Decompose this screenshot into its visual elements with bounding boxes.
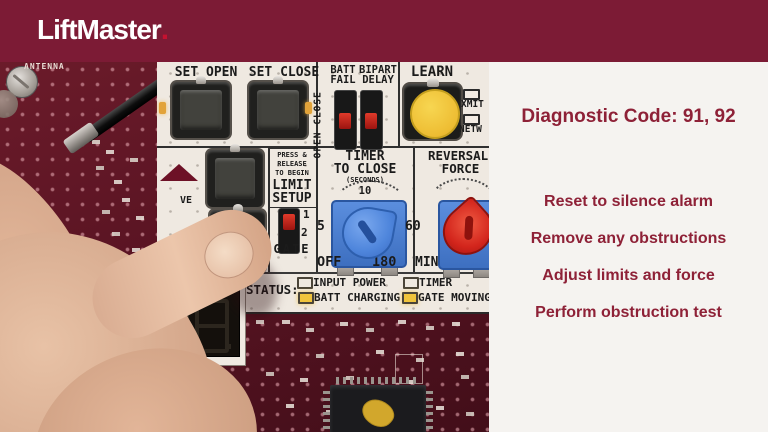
standoff-screw-dim bbox=[0, 90, 18, 118]
press-label: PRESS & bbox=[277, 151, 307, 159]
instruction-line: Remove any obstructions bbox=[530, 230, 727, 247]
xmit-led bbox=[463, 89, 480, 100]
set-open-button bbox=[172, 76, 230, 138]
force-dial-arc bbox=[426, 178, 489, 238]
setup-label: SETUP bbox=[272, 191, 312, 206]
input-power-led bbox=[297, 277, 313, 289]
panel-divider bbox=[316, 148, 318, 272]
gate-type-switch bbox=[278, 208, 300, 254]
reversal-label: REVERSAL bbox=[428, 148, 489, 163]
pcb-components-left bbox=[92, 140, 100, 144]
instruction-line: Perform obstruction test bbox=[535, 304, 722, 321]
decimal-point bbox=[226, 344, 231, 349]
antenna-label: ANTENNA bbox=[24, 62, 65, 71]
timer-dial-arc bbox=[330, 180, 410, 242]
set-close-label: SET CLOSE bbox=[248, 65, 320, 80]
batt-label: BATT bbox=[330, 64, 356, 76]
panel-divider bbox=[398, 62, 400, 146]
batt-fail-switch bbox=[334, 90, 357, 150]
chip-pins bbox=[336, 377, 420, 384]
batt-charging-led bbox=[298, 292, 314, 304]
to-close-label: TO CLOSE bbox=[333, 162, 397, 177]
timer-off-label: OFF bbox=[317, 254, 342, 270]
logo-dot: . bbox=[160, 13, 169, 46]
amber-led bbox=[159, 102, 166, 114]
set-close-button bbox=[249, 76, 307, 138]
status-label: STATUS: bbox=[246, 282, 299, 297]
switch-slider bbox=[365, 113, 377, 129]
switch-slider bbox=[339, 113, 351, 129]
amber-led bbox=[305, 102, 312, 114]
force-min-label: MIN bbox=[415, 255, 439, 270]
seconds-label: (SECONDS) bbox=[346, 176, 384, 184]
switch-position-2: 2 bbox=[301, 226, 308, 239]
up-arrow bbox=[160, 164, 198, 181]
delay-label: DELAY bbox=[362, 74, 394, 86]
timer-led-label: TIMER bbox=[419, 276, 453, 289]
force-label: FORCE bbox=[441, 161, 480, 176]
timer-label: TIMER bbox=[345, 149, 385, 164]
limit-label: LIMIT bbox=[272, 178, 312, 193]
panel-divider bbox=[316, 62, 318, 146]
instruction-line: Adjust limits and force bbox=[542, 267, 715, 284]
diagnostic-code-heading: Diagnostic Code: 91, 92 bbox=[521, 106, 736, 127]
set-open-label: SET OPEN bbox=[174, 65, 238, 80]
gate-label: GATE bbox=[273, 242, 311, 256]
header-bar: LiftMaster. bbox=[0, 0, 768, 62]
diagnostic-panel: Diagnostic Code: 91, 92 Reset to silence… bbox=[489, 62, 768, 432]
panel-divider bbox=[157, 146, 489, 148]
panel-divider bbox=[268, 148, 270, 272]
timer-5-label: 5 bbox=[317, 219, 325, 234]
switch-position-1: 1 bbox=[303, 208, 310, 221]
fail-label: FAIL bbox=[330, 74, 356, 86]
logo-text: LiftMaster bbox=[37, 14, 162, 45]
limit-setup-box bbox=[268, 148, 318, 208]
instruction-line: Reset to silence alarm bbox=[544, 193, 713, 210]
partial-label: VE bbox=[180, 195, 193, 206]
release-label: RELEASE bbox=[277, 160, 307, 168]
learn-button bbox=[410, 89, 460, 139]
gate-moving-led bbox=[402, 292, 418, 304]
learn-label: LEARN bbox=[410, 64, 454, 80]
to-begin-label: TO BEGIN bbox=[275, 169, 309, 177]
bipart-label: BIPART bbox=[359, 64, 397, 76]
netw-led bbox=[463, 114, 480, 125]
timer-10-label: 10 bbox=[358, 185, 372, 197]
circuit-board-photo: ANTENNA SET OPEN SET CLOSE OPEN CLOSE BA… bbox=[0, 62, 489, 432]
liftmaster-logo: LiftMaster. bbox=[37, 0, 169, 62]
timer-led bbox=[403, 277, 419, 289]
gate-moving-label: GATE MOVING bbox=[418, 291, 489, 304]
xmit-label: XMIT bbox=[461, 99, 484, 110]
timer-180-label: 180 bbox=[372, 254, 397, 270]
switch-slider bbox=[283, 214, 295, 230]
batt-charging-label: BATT CHARGING bbox=[314, 291, 401, 304]
panel-divider bbox=[413, 148, 415, 272]
input-power-label: INPUT POWER bbox=[313, 276, 386, 289]
bipart-delay-switch bbox=[360, 90, 383, 150]
netw-label: NETW bbox=[459, 124, 482, 135]
open-direction-button bbox=[207, 144, 263, 207]
pcb-components-bottom bbox=[256, 320, 264, 324]
timer-60-label: 60 bbox=[405, 219, 421, 234]
